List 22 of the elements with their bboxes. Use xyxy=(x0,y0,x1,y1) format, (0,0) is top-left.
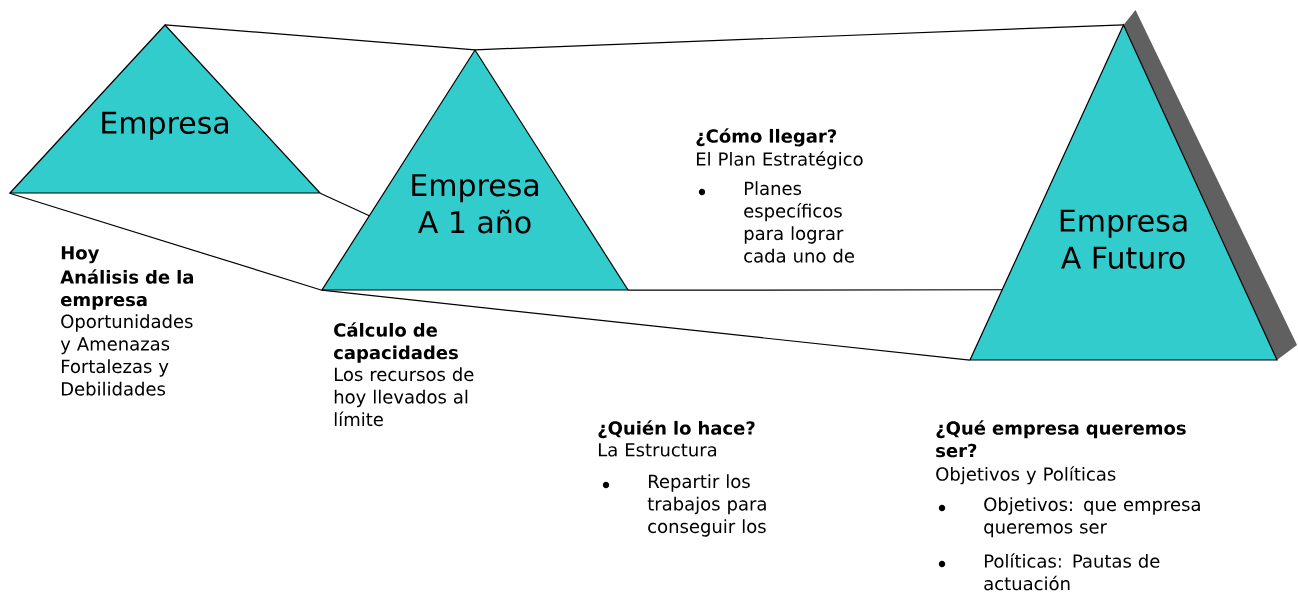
heading: Cálculo de capacidades xyxy=(333,322,458,363)
heading: Hoy xyxy=(61,246,100,264)
bullet-text: Objetivos: que empresa queremos ser xyxy=(984,497,1200,538)
body-text: Objetivos y Políticas xyxy=(936,466,1116,485)
connector-line xyxy=(474,24,1125,51)
bullet-text: Repartir los trabajos para conseguir los xyxy=(647,474,766,537)
heading: ¿Cómo llegar? xyxy=(696,128,837,147)
connector-line xyxy=(319,192,370,217)
bullet-text: Políticas: Pautas de actuación xyxy=(984,553,1160,591)
body-text: La Estructura xyxy=(599,443,717,457)
connector-line xyxy=(321,289,971,361)
heading: ¿Qué empresa queremos ser? xyxy=(936,420,1186,458)
heading: Análisis de la empresa xyxy=(60,269,193,310)
connector-line xyxy=(9,192,323,291)
body-text: El Plan Estratégico xyxy=(697,151,863,170)
heading: ¿Quién lo hace? xyxy=(598,420,755,439)
connector-line xyxy=(164,24,476,51)
body-text: Los recursos de hoy llevados al límite xyxy=(334,367,474,427)
triangle: Empresa A Futuro xyxy=(969,10,1297,361)
connector-line xyxy=(627,289,1003,291)
bullet-text: Planes específicos para lograr cada uno de xyxy=(744,181,854,263)
body-text: Oportunidades y Amenazas Fortalezas y Debilidades xyxy=(60,314,193,396)
